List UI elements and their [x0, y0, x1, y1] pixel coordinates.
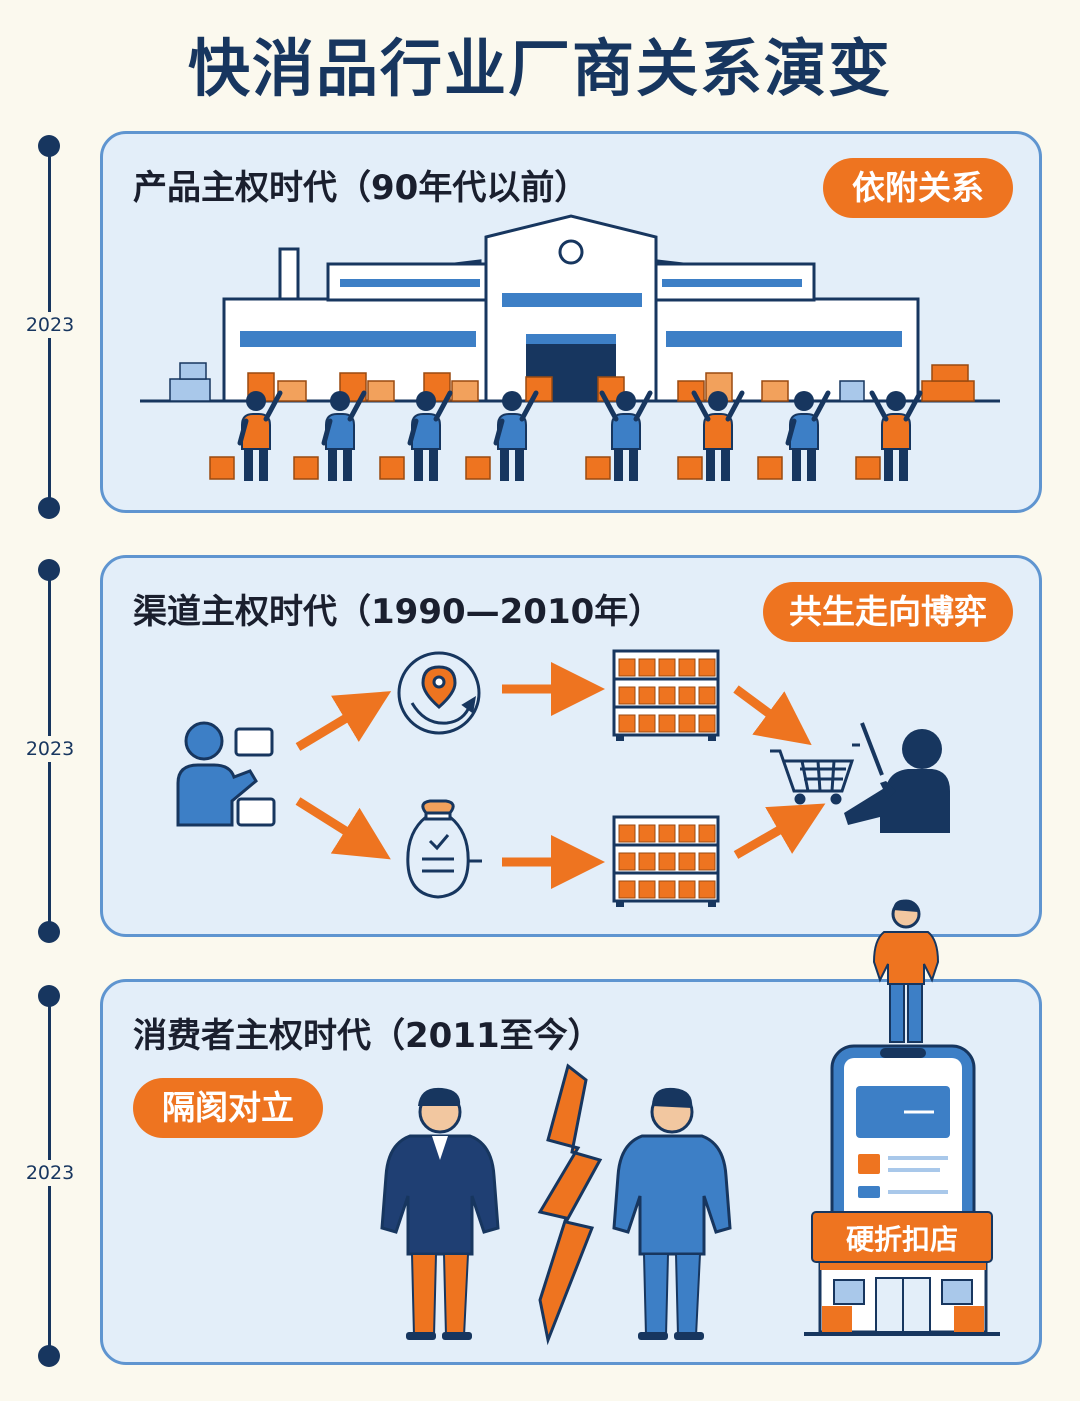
workers [209, 390, 923, 481]
timeline-year: 2023 [18, 1160, 82, 1186]
worker-icon [855, 390, 923, 481]
store-shelf-icon [612, 815, 720, 907]
worker-icon [293, 390, 367, 481]
box-icon [293, 456, 319, 480]
era-title: 渠道主权时代（1990—2010年） [133, 592, 663, 632]
store-sign-background [811, 1211, 993, 1263]
box-icon [209, 456, 235, 480]
shopping-cart-icon [770, 743, 860, 805]
store-shelf-icon [612, 649, 720, 741]
timeline-dot [38, 559, 60, 581]
worker-icon [465, 390, 539, 481]
standing-person-icon [872, 899, 940, 1043]
timeline-dot [38, 1345, 60, 1367]
box-icon [379, 456, 405, 480]
smartphone-icon [830, 1044, 976, 1248]
timeline-dot [38, 985, 60, 1007]
factory-scene [140, 214, 1000, 481]
store-shelf-icon [612, 649, 720, 907]
supplier-person-icon [176, 721, 276, 827]
box-icon [855, 456, 881, 480]
worker-icon [677, 390, 745, 481]
box-icon [677, 456, 703, 480]
box-icon [465, 456, 491, 480]
era-title: 产品主权时代（90年代以前） [133, 168, 589, 208]
storefront-icon [804, 1254, 1000, 1336]
relation-badge: 隔阂对立 [133, 1078, 323, 1138]
worker-icon [757, 390, 831, 481]
box-icon [585, 456, 611, 480]
consumer-icon [844, 722, 950, 833]
lightning-icon [537, 1063, 603, 1346]
channel-flow [176, 649, 950, 907]
worker-icon [209, 390, 283, 481]
worker-icon [585, 390, 653, 481]
businessman-left-icon [380, 1087, 500, 1340]
timeline-dot [38, 135, 60, 157]
money-bag-icon [406, 799, 482, 899]
page-title: 快消品行业厂商关系演变 [187, 32, 892, 105]
store-sign: 硬折扣店 [846, 1223, 958, 1256]
factory-windows [240, 279, 902, 347]
worker-icon [379, 390, 453, 481]
timeline-dot [38, 921, 60, 943]
timeline-year: 2023 [18, 312, 82, 338]
location-compass-icon [397, 651, 481, 735]
relation-badge: 依附关系 [823, 158, 1013, 218]
era-title: 消费者主权时代（2011至今） [133, 1016, 602, 1056]
timeline-year: 2023 [18, 736, 82, 762]
flow-arrows [295, 662, 826, 889]
relation-badge: 共生走向博弈 [763, 582, 1013, 642]
timeline-dot [38, 497, 60, 519]
box-icon [757, 456, 783, 480]
businessman-right-icon [612, 1087, 732, 1340]
